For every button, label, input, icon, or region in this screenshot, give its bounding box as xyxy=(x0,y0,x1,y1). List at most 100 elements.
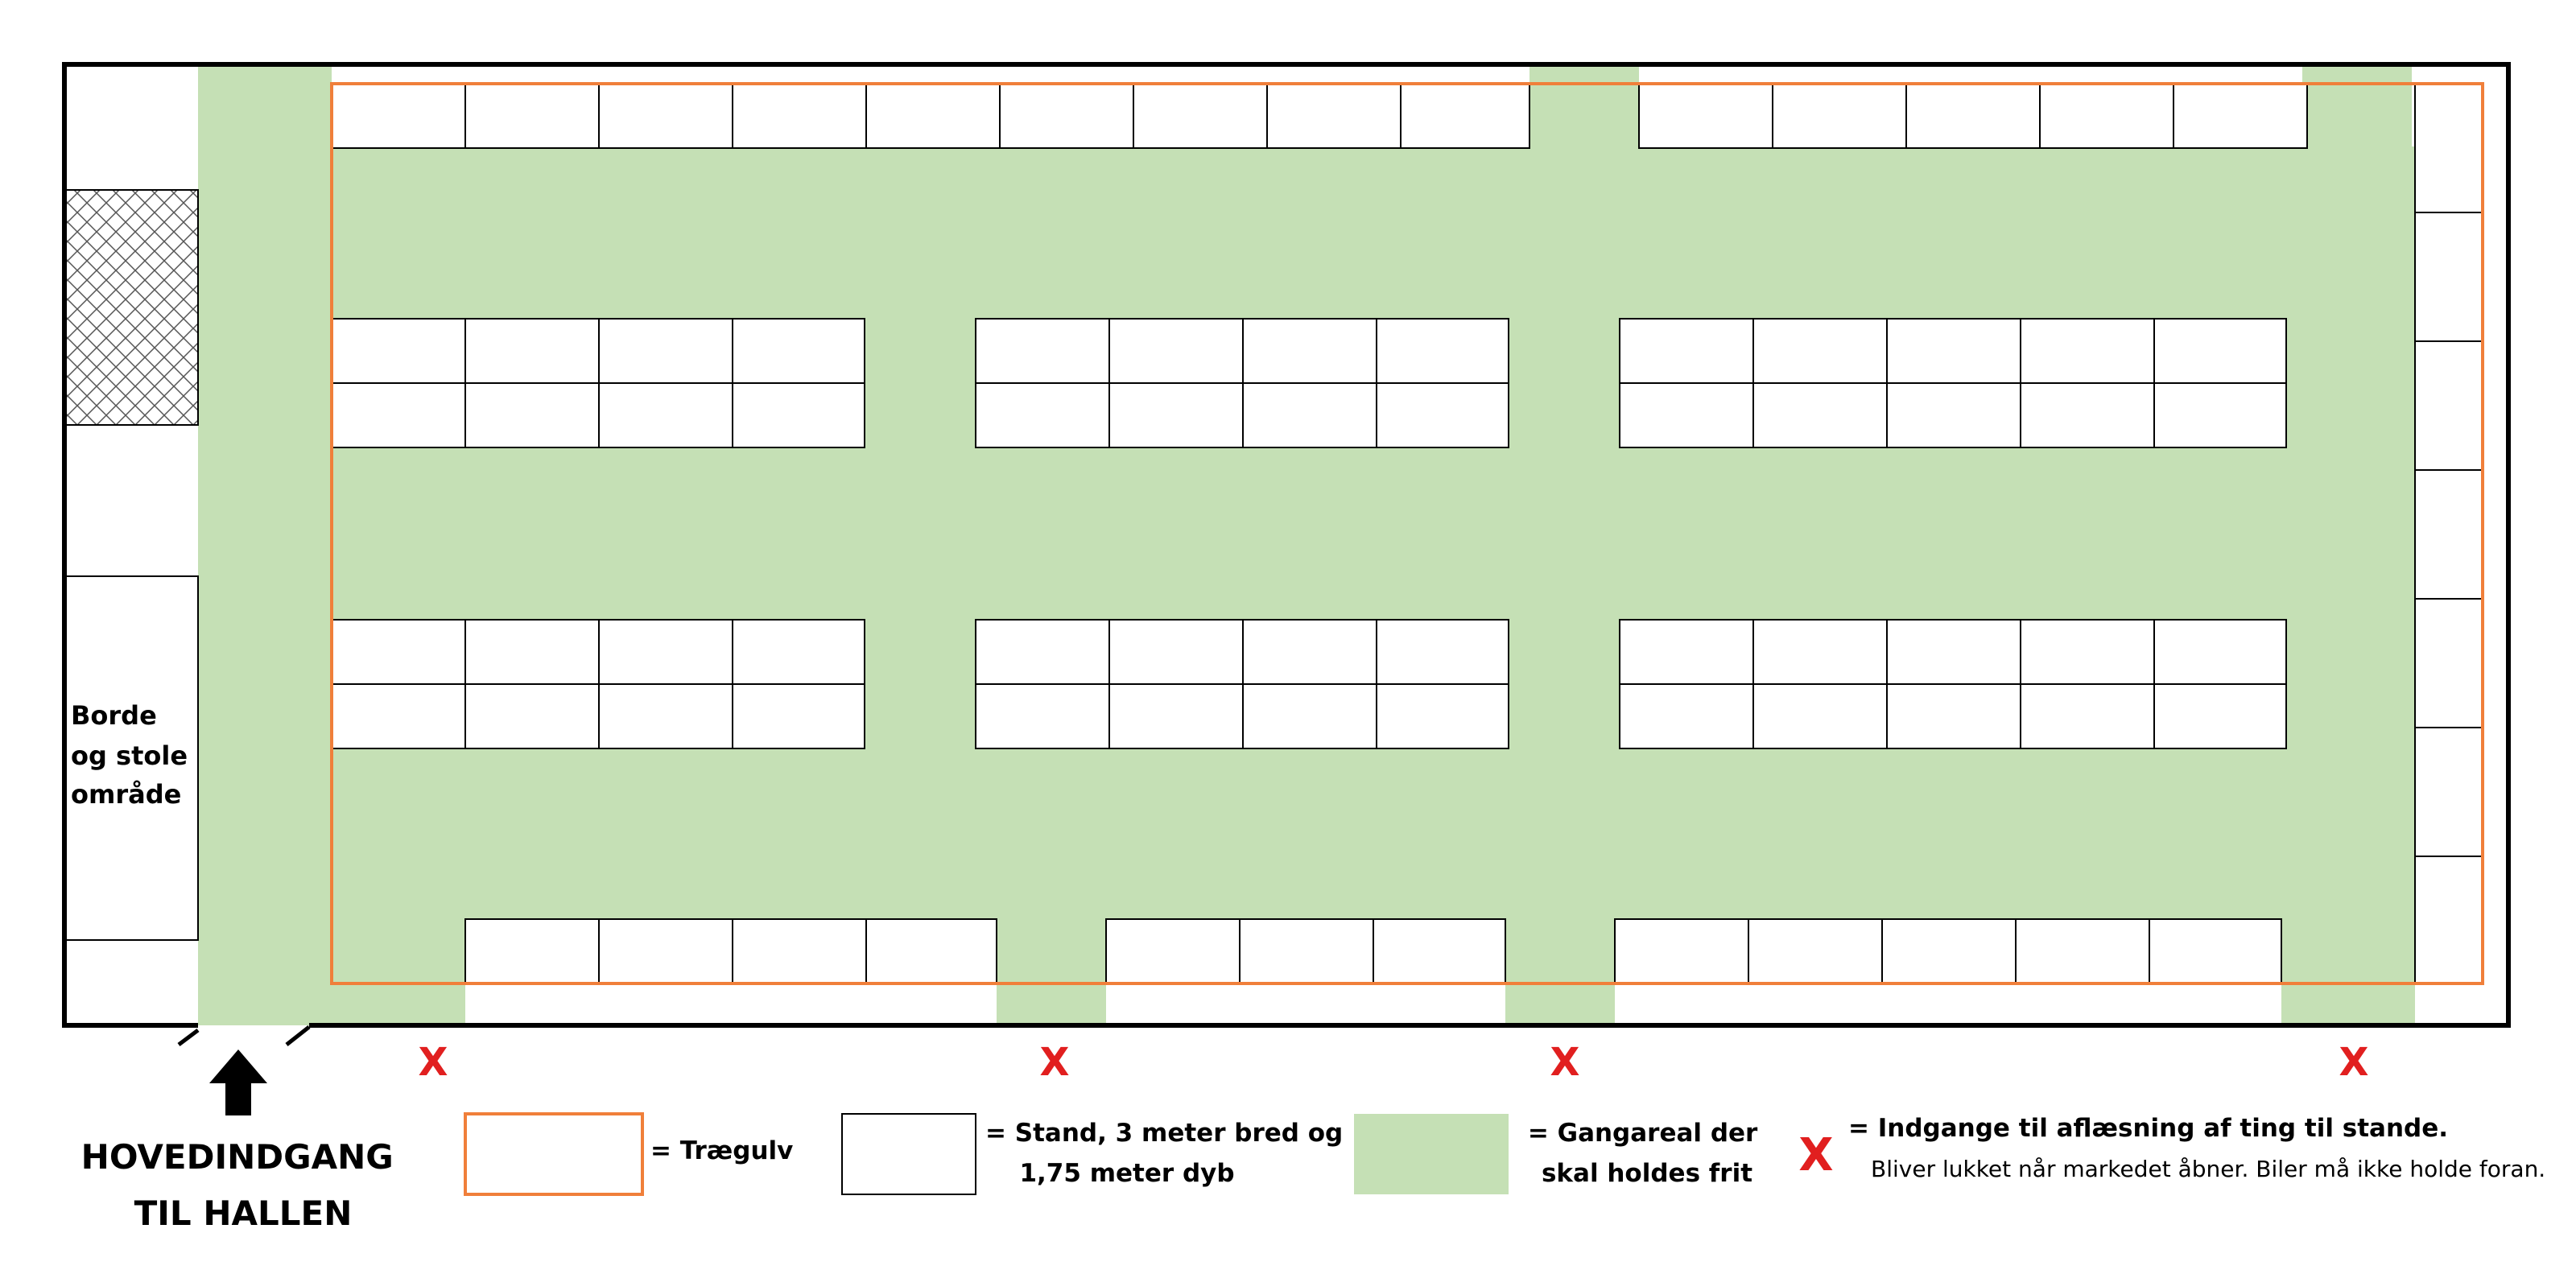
stand xyxy=(1376,683,1509,749)
legend-wood-floor-label: = Trægulv xyxy=(650,1136,793,1165)
stand xyxy=(1108,619,1244,685)
stand xyxy=(1619,382,1754,448)
stand xyxy=(2414,83,2483,213)
stand xyxy=(1105,918,1241,984)
stand xyxy=(1619,619,1754,685)
stand xyxy=(2020,382,2155,448)
stand xyxy=(2015,918,2150,984)
stand xyxy=(464,318,600,384)
stand xyxy=(598,318,733,384)
hatched-area xyxy=(64,189,199,426)
door-mark-left xyxy=(177,1029,200,1046)
stand xyxy=(464,619,600,685)
stand xyxy=(1242,683,1377,749)
legend-walkway-label: = Gangareal der skal holdes frit xyxy=(1528,1119,1766,1188)
stand xyxy=(598,382,733,448)
stands xyxy=(331,83,2483,984)
entrance-label: HOVEDINDGANG TIL HALLEN xyxy=(81,1137,406,1233)
legend-loading-title: = Indgange til aflæsning af ting til sta… xyxy=(1848,1114,2448,1143)
stand xyxy=(2414,598,2483,728)
entrance-arrow-icon xyxy=(209,1049,267,1115)
stand xyxy=(1886,318,2021,384)
stand xyxy=(999,83,1134,149)
stand xyxy=(464,918,600,984)
stand xyxy=(598,619,733,685)
stand xyxy=(1108,318,1244,384)
stand xyxy=(2414,856,2483,984)
stand xyxy=(1376,382,1509,448)
walkway-area xyxy=(198,64,2425,1025)
stand xyxy=(1373,918,1506,984)
stand xyxy=(1772,83,1907,149)
stand xyxy=(1619,318,1754,384)
stand xyxy=(598,683,733,749)
stand xyxy=(975,382,1110,448)
stand xyxy=(2153,318,2287,384)
seating-area xyxy=(64,575,199,941)
stand xyxy=(732,683,865,749)
stand xyxy=(732,918,867,984)
stand xyxy=(732,83,867,149)
legend-stand-label: = Stand, 3 meter bred og 1,75 meter dyb xyxy=(985,1119,1352,1188)
stand xyxy=(1614,918,1749,984)
door-mark-right xyxy=(285,1025,311,1046)
stand xyxy=(975,619,1110,685)
seating-area-label: Borde og stole område xyxy=(71,700,196,810)
stand xyxy=(1108,683,1244,749)
stand xyxy=(865,918,997,984)
stand xyxy=(598,918,733,984)
wood-floor-outline xyxy=(330,82,2484,985)
loading-entrance-mark: X xyxy=(418,1040,448,1085)
stand xyxy=(2173,83,2308,149)
stand xyxy=(1108,382,1244,448)
stand xyxy=(1886,619,2021,685)
stand xyxy=(2414,469,2483,600)
stand xyxy=(2153,382,2287,448)
stand xyxy=(1376,619,1509,685)
stand xyxy=(331,619,466,685)
stand xyxy=(1752,619,1888,685)
stand xyxy=(1886,683,2021,749)
stand xyxy=(732,318,865,384)
stand xyxy=(331,318,466,384)
stand xyxy=(331,683,466,749)
stand xyxy=(975,318,1110,384)
stand xyxy=(1752,683,1888,749)
stand xyxy=(2153,619,2287,685)
stand xyxy=(975,683,1110,749)
stand xyxy=(732,382,865,448)
stand xyxy=(1881,918,2017,984)
stand xyxy=(2020,683,2155,749)
hall-wall xyxy=(62,62,2511,1028)
legend-loading-note: Bliver lukket når markedet åbner. Biler … xyxy=(1871,1156,2545,1182)
stand xyxy=(1905,83,2041,149)
stand xyxy=(2020,318,2155,384)
stand xyxy=(1242,382,1377,448)
stand xyxy=(1133,83,1268,149)
stand xyxy=(2414,212,2483,342)
stand xyxy=(1638,83,1773,149)
stand xyxy=(1752,318,1888,384)
legend-walkway-swatch xyxy=(1354,1114,1509,1194)
stand xyxy=(1886,382,2021,448)
stand xyxy=(1400,83,1530,149)
stand xyxy=(1242,318,1377,384)
stand xyxy=(1752,382,1888,448)
stand xyxy=(464,83,600,149)
stand xyxy=(2149,918,2282,984)
stand xyxy=(464,683,600,749)
stand xyxy=(2414,340,2483,471)
stand xyxy=(2039,83,2174,149)
stand xyxy=(331,382,466,448)
stand xyxy=(464,382,600,448)
stand xyxy=(732,619,865,685)
stand xyxy=(2020,619,2155,685)
stand xyxy=(1266,83,1402,149)
legend-wood-floor-swatch xyxy=(464,1112,644,1196)
stand xyxy=(2153,683,2287,749)
stand xyxy=(1619,683,1754,749)
legend: = Trægulv = Stand, 3 meter bred og 1,75 … xyxy=(464,1112,2545,1196)
stand xyxy=(1242,619,1377,685)
stand xyxy=(865,83,1001,149)
